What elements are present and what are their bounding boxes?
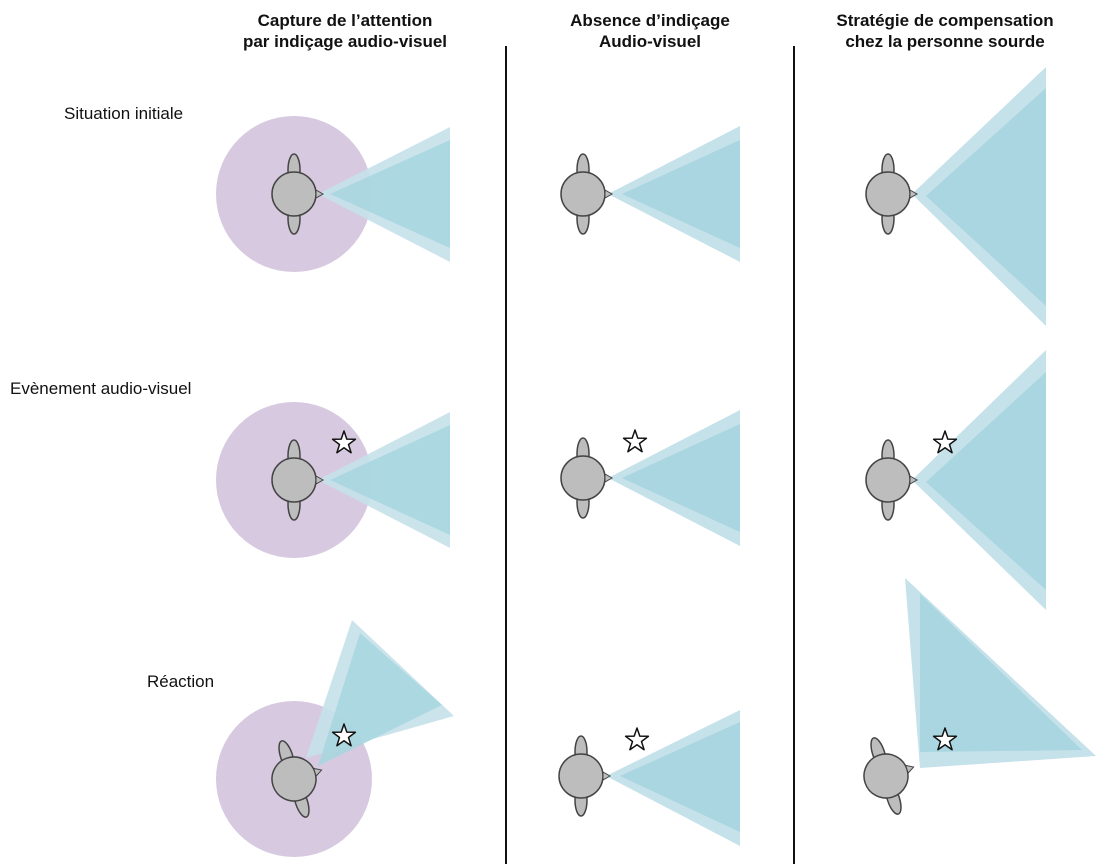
column-title-line: Capture de l’attention [257,11,433,30]
row-label-event: Evènement audio-visuel [10,379,192,398]
scene-col2-initial [560,126,740,262]
scene-col1-reaction [216,620,454,857]
person-head [560,153,613,235]
visual-field-inner [620,722,740,832]
visual-field-inner [926,88,1046,306]
scene-col1-initial [216,116,450,272]
column-title-audiovisual-cue: Capture de l’attention par indiçage audi… [190,10,500,52]
row-label-reaction: Réaction [147,672,215,691]
column-title-line: Absence d’indiçage [570,11,730,30]
event-star-icon [624,727,650,751]
visual-field-inner [330,140,450,248]
visual-field-inner [330,425,450,535]
scene-col2-reaction [558,710,740,846]
column-title-compensation: Stratégie de compensation chez la person… [800,10,1090,52]
column-title-no-cue: Absence d’indiçage Audio-visuel [510,10,790,52]
visual-field-inner [920,594,1082,752]
person-head [865,439,918,521]
row-label-initial: Situation initiale [64,104,184,123]
visual-field-inner [622,424,740,532]
person-head [865,153,918,235]
visual-field-inner [622,140,740,248]
column-title-line: Stratégie de compensation [836,11,1054,30]
column-title-line: Audio-visuel [598,32,701,51]
column-title-line: chez la personne sourde [845,32,1045,51]
scene-col3-reaction [851,578,1096,822]
column-divider [505,46,507,864]
person-head [851,728,927,822]
event-star-icon [622,429,648,453]
person-head [560,437,613,519]
scene-col3-event [865,350,1046,610]
visual-field-inner [926,372,1046,590]
person-head [558,735,611,817]
scene-col1-event [216,402,450,558]
scene-col3-initial [865,67,1046,326]
column-title-line: par indiçage audio-visuel [242,32,448,51]
column-divider [793,46,795,864]
scene-col2-event [560,410,740,546]
